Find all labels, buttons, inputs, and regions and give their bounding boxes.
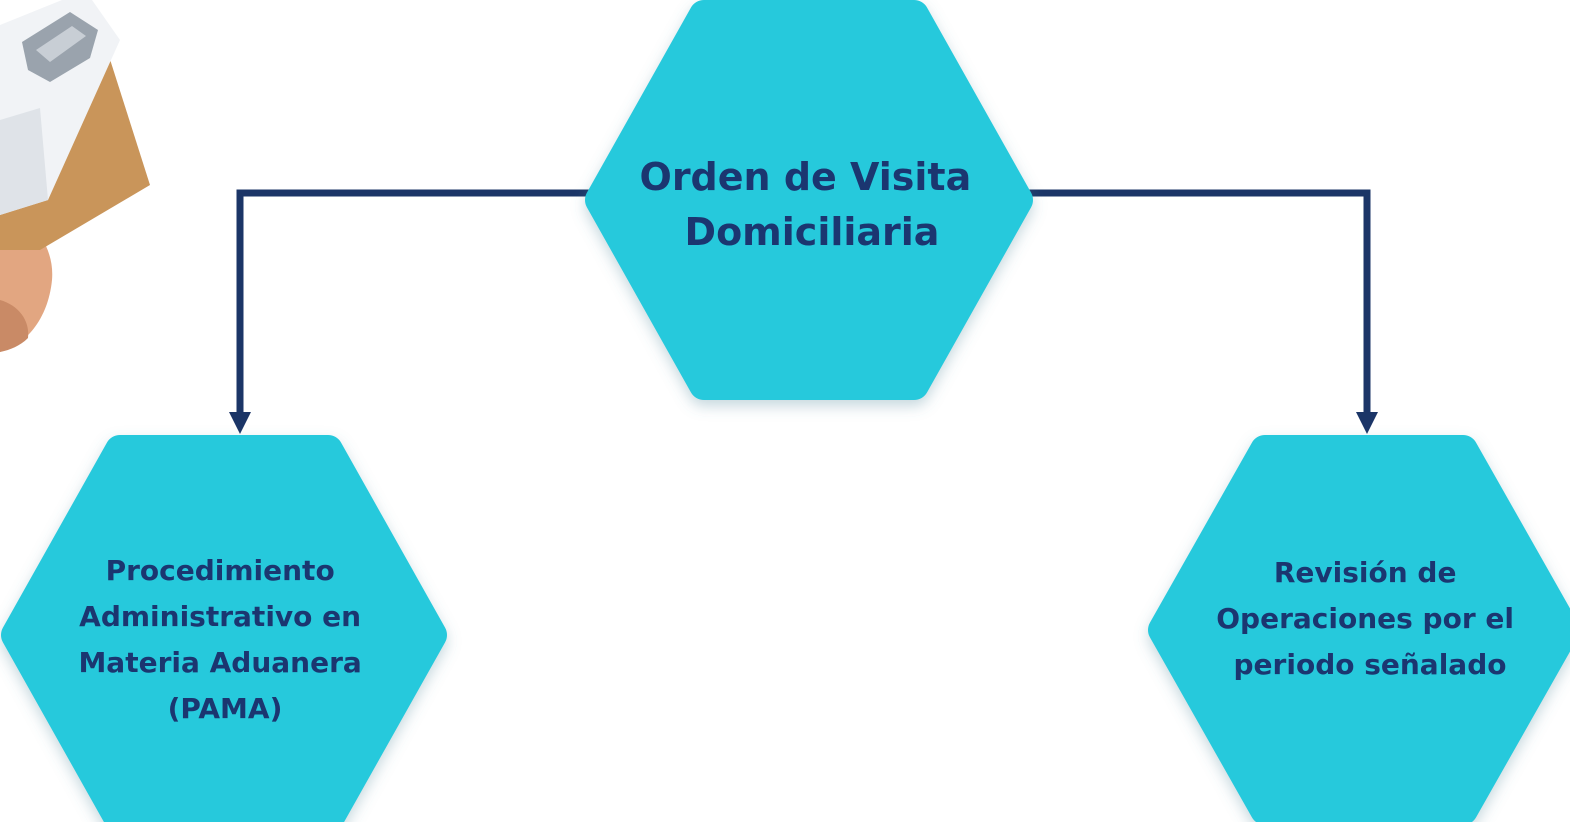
connector-root-to-left bbox=[229, 189, 600, 434]
node-left-line-2: Administrativo en bbox=[79, 600, 361, 633]
node-right-line-1: Revisión de bbox=[1274, 556, 1457, 589]
node-root-label: Orden de Visita Domiciliaria bbox=[640, 155, 985, 254]
clipboard-in-hand-icon bbox=[0, 0, 150, 352]
node-right-label: Revisión de Operaciones por el periodo s… bbox=[1216, 556, 1523, 681]
hexagon-right bbox=[1148, 435, 1570, 822]
node-left: Procedimiento Administrativo en Materia … bbox=[1, 435, 447, 822]
node-root-line-1: Orden de Visita bbox=[640, 155, 972, 199]
node-left-line-3: Materia Aduanera bbox=[78, 646, 361, 679]
clipboard-paper-shade bbox=[0, 108, 48, 215]
arrowhead-right bbox=[1356, 412, 1378, 434]
clipboard-clip-highlight bbox=[36, 26, 86, 62]
node-right: Revisión de Operaciones por el periodo s… bbox=[1148, 435, 1570, 822]
node-root-line-2: Domiciliaria bbox=[685, 210, 940, 254]
node-right-line-2: Operaciones por el bbox=[1216, 602, 1514, 635]
node-right-line-3: periodo señalado bbox=[1234, 648, 1507, 681]
node-root: Orden de Visita Domiciliaria bbox=[585, 0, 1033, 400]
connector-root-to-right bbox=[1010, 189, 1378, 434]
node-left-line-4: (PAMA) bbox=[168, 692, 283, 725]
node-left-label: Procedimiento Administrativo en Materia … bbox=[78, 554, 371, 725]
hand-shadow bbox=[0, 300, 29, 352]
node-left-line-1: Procedimiento bbox=[106, 554, 335, 587]
arrowhead-left bbox=[229, 412, 251, 434]
hexagon-root bbox=[585, 0, 1033, 400]
hexagon-left bbox=[1, 435, 447, 822]
